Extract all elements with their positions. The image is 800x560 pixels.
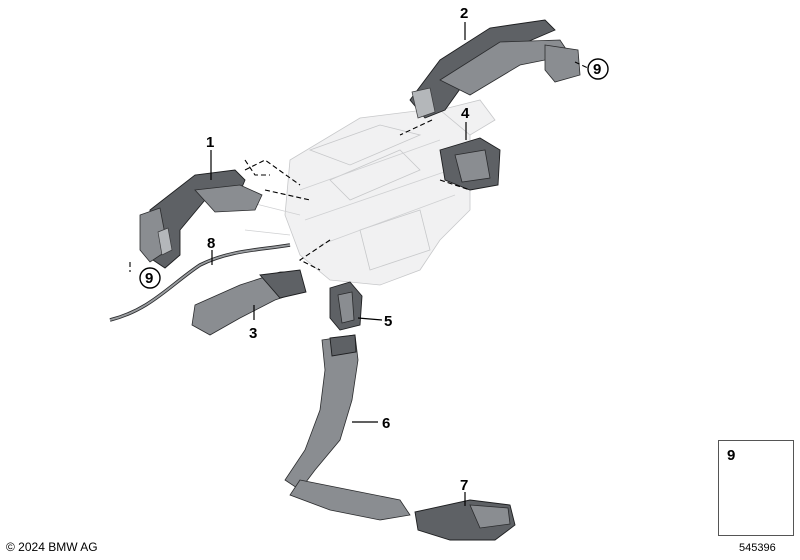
callout-9a: 9 <box>593 61 601 78</box>
callout-3: 3 <box>249 325 257 342</box>
part-8-hose <box>109 243 291 322</box>
legend-box: 9 <box>718 440 794 536</box>
leader-lines <box>210 22 467 506</box>
callout-6: 6 <box>382 415 390 432</box>
diagram-id: 545396 <box>739 542 776 554</box>
part-4-duct-piece <box>439 137 501 191</box>
copyright-text: © 2024 BMW AG <box>6 540 98 554</box>
part-1-left-air-duct <box>139 169 263 269</box>
callout-1: 1 <box>206 134 214 151</box>
hvac-unit-ghost <box>239 99 496 286</box>
callout-9a-circle <box>587 58 609 80</box>
callout-9b-circle <box>139 267 161 289</box>
part-6-floor-duct <box>284 334 411 521</box>
callout-8: 8 <box>207 235 215 252</box>
callout-4: 4 <box>461 105 470 122</box>
part-2-upper-air-duct <box>409 19 581 119</box>
part-3-lower-duct <box>191 269 307 336</box>
callout-2: 2 <box>460 5 468 22</box>
callout-5: 5 <box>384 313 392 330</box>
assembly-lines <box>129 61 589 272</box>
legend-number: 9 <box>727 447 736 464</box>
callout-7: 7 <box>460 477 468 494</box>
part-7-rear-outlet <box>414 499 516 541</box>
part-5-connector <box>329 281 363 331</box>
callout-9b: 9 <box>145 270 153 287</box>
